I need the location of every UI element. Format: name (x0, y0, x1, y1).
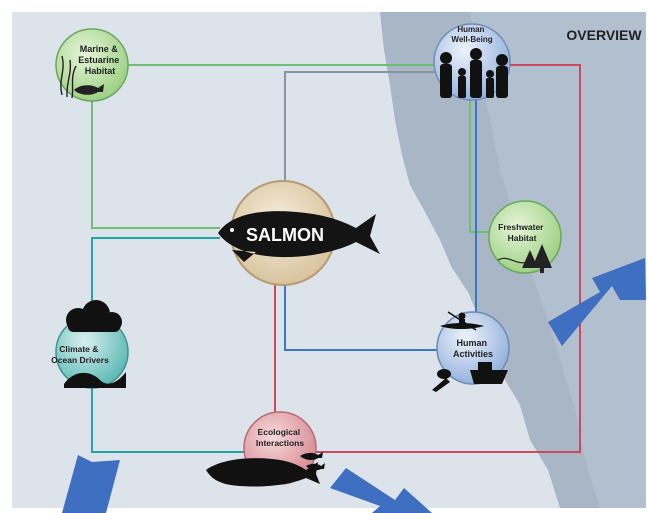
arrow-bottom-left (62, 455, 120, 513)
arrow-right (548, 258, 646, 346)
connection-lines (91, 64, 581, 453)
svg-text:Climate & Ocean Drivers: Climate & Ocean Drivers (51, 344, 109, 365)
arrow-bottom-center (330, 468, 432, 513)
kayaker-icon (440, 311, 484, 331)
climate-label-2: Ocean Drivers (51, 355, 109, 365)
svg-text:Human Activities: Human Activities (453, 338, 493, 359)
marine-label-3: Habitat (85, 66, 116, 76)
fish-small-icon (74, 84, 104, 95)
seagrass-icon (60, 55, 77, 99)
ecological-label-1: Ecological (258, 427, 301, 437)
predator-fish-icon (206, 458, 320, 487)
overview-title: OVERVIEW (566, 27, 642, 43)
ecological-label-2: Interactions (256, 438, 304, 448)
stream-icon (497, 257, 529, 264)
freshwater-habitat-node[interactable]: Freshwater Habitat (488, 200, 562, 274)
human-activities-node[interactable]: Human Activities (432, 311, 510, 392)
salmon-fish-icon (218, 211, 380, 262)
marine-habitat-node[interactable]: Marine & Estuarine Habitat (55, 28, 129, 102)
svg-text:Freshwater Habitat: Freshwater Habitat (498, 222, 546, 243)
wellbeing-label-2: Well-Being (451, 35, 492, 44)
wellbeing-label-1: Human (457, 25, 484, 34)
link-climate-salmon (91, 237, 220, 320)
freshwater-label-1: Freshwater (498, 222, 544, 232)
link-marine-salmon (91, 72, 220, 229)
freshwater-label-2: Habitat (508, 233, 537, 243)
ecological-node[interactable]: Ecological Interactions (206, 411, 325, 487)
svg-text:Ecological Interactions: Ecological Interactions (256, 427, 304, 448)
arrows (62, 258, 646, 513)
trees-icon (522, 244, 552, 273)
coastline-shade (470, 12, 646, 508)
diver-icon (432, 369, 451, 392)
storm-cloud-icon (66, 300, 122, 332)
prey-fish-icon (300, 452, 325, 471)
climate-node[interactable]: Climate & Ocean Drivers (51, 300, 129, 389)
salmon-node[interactable]: SALMON (218, 180, 380, 286)
marine-label-2: Estuarine (78, 55, 119, 65)
activities-label-1: Human (456, 338, 487, 348)
activities-label-2: Activities (453, 349, 493, 359)
human-wellbeing-node[interactable]: Human Well-Being (433, 23, 511, 101)
svg-text:Marine & Estuarine: Marine & Estuarine Habitat (78, 44, 122, 76)
link-salmon-wellbeing (284, 71, 445, 185)
link-wellbeing-ecological (310, 64, 581, 453)
svg-text:Human Well-Being: Human Well-Being (451, 25, 492, 44)
family-icon (440, 48, 508, 98)
salmon-label: SALMON (246, 225, 324, 245)
wave-icon (64, 372, 126, 388)
link-climate-ecological (91, 360, 250, 453)
climate-label-1: Climate & (59, 344, 98, 354)
marine-label-1: Marine & (80, 44, 119, 54)
link-salmon-activities (284, 285, 445, 351)
boat-icon (470, 362, 508, 384)
